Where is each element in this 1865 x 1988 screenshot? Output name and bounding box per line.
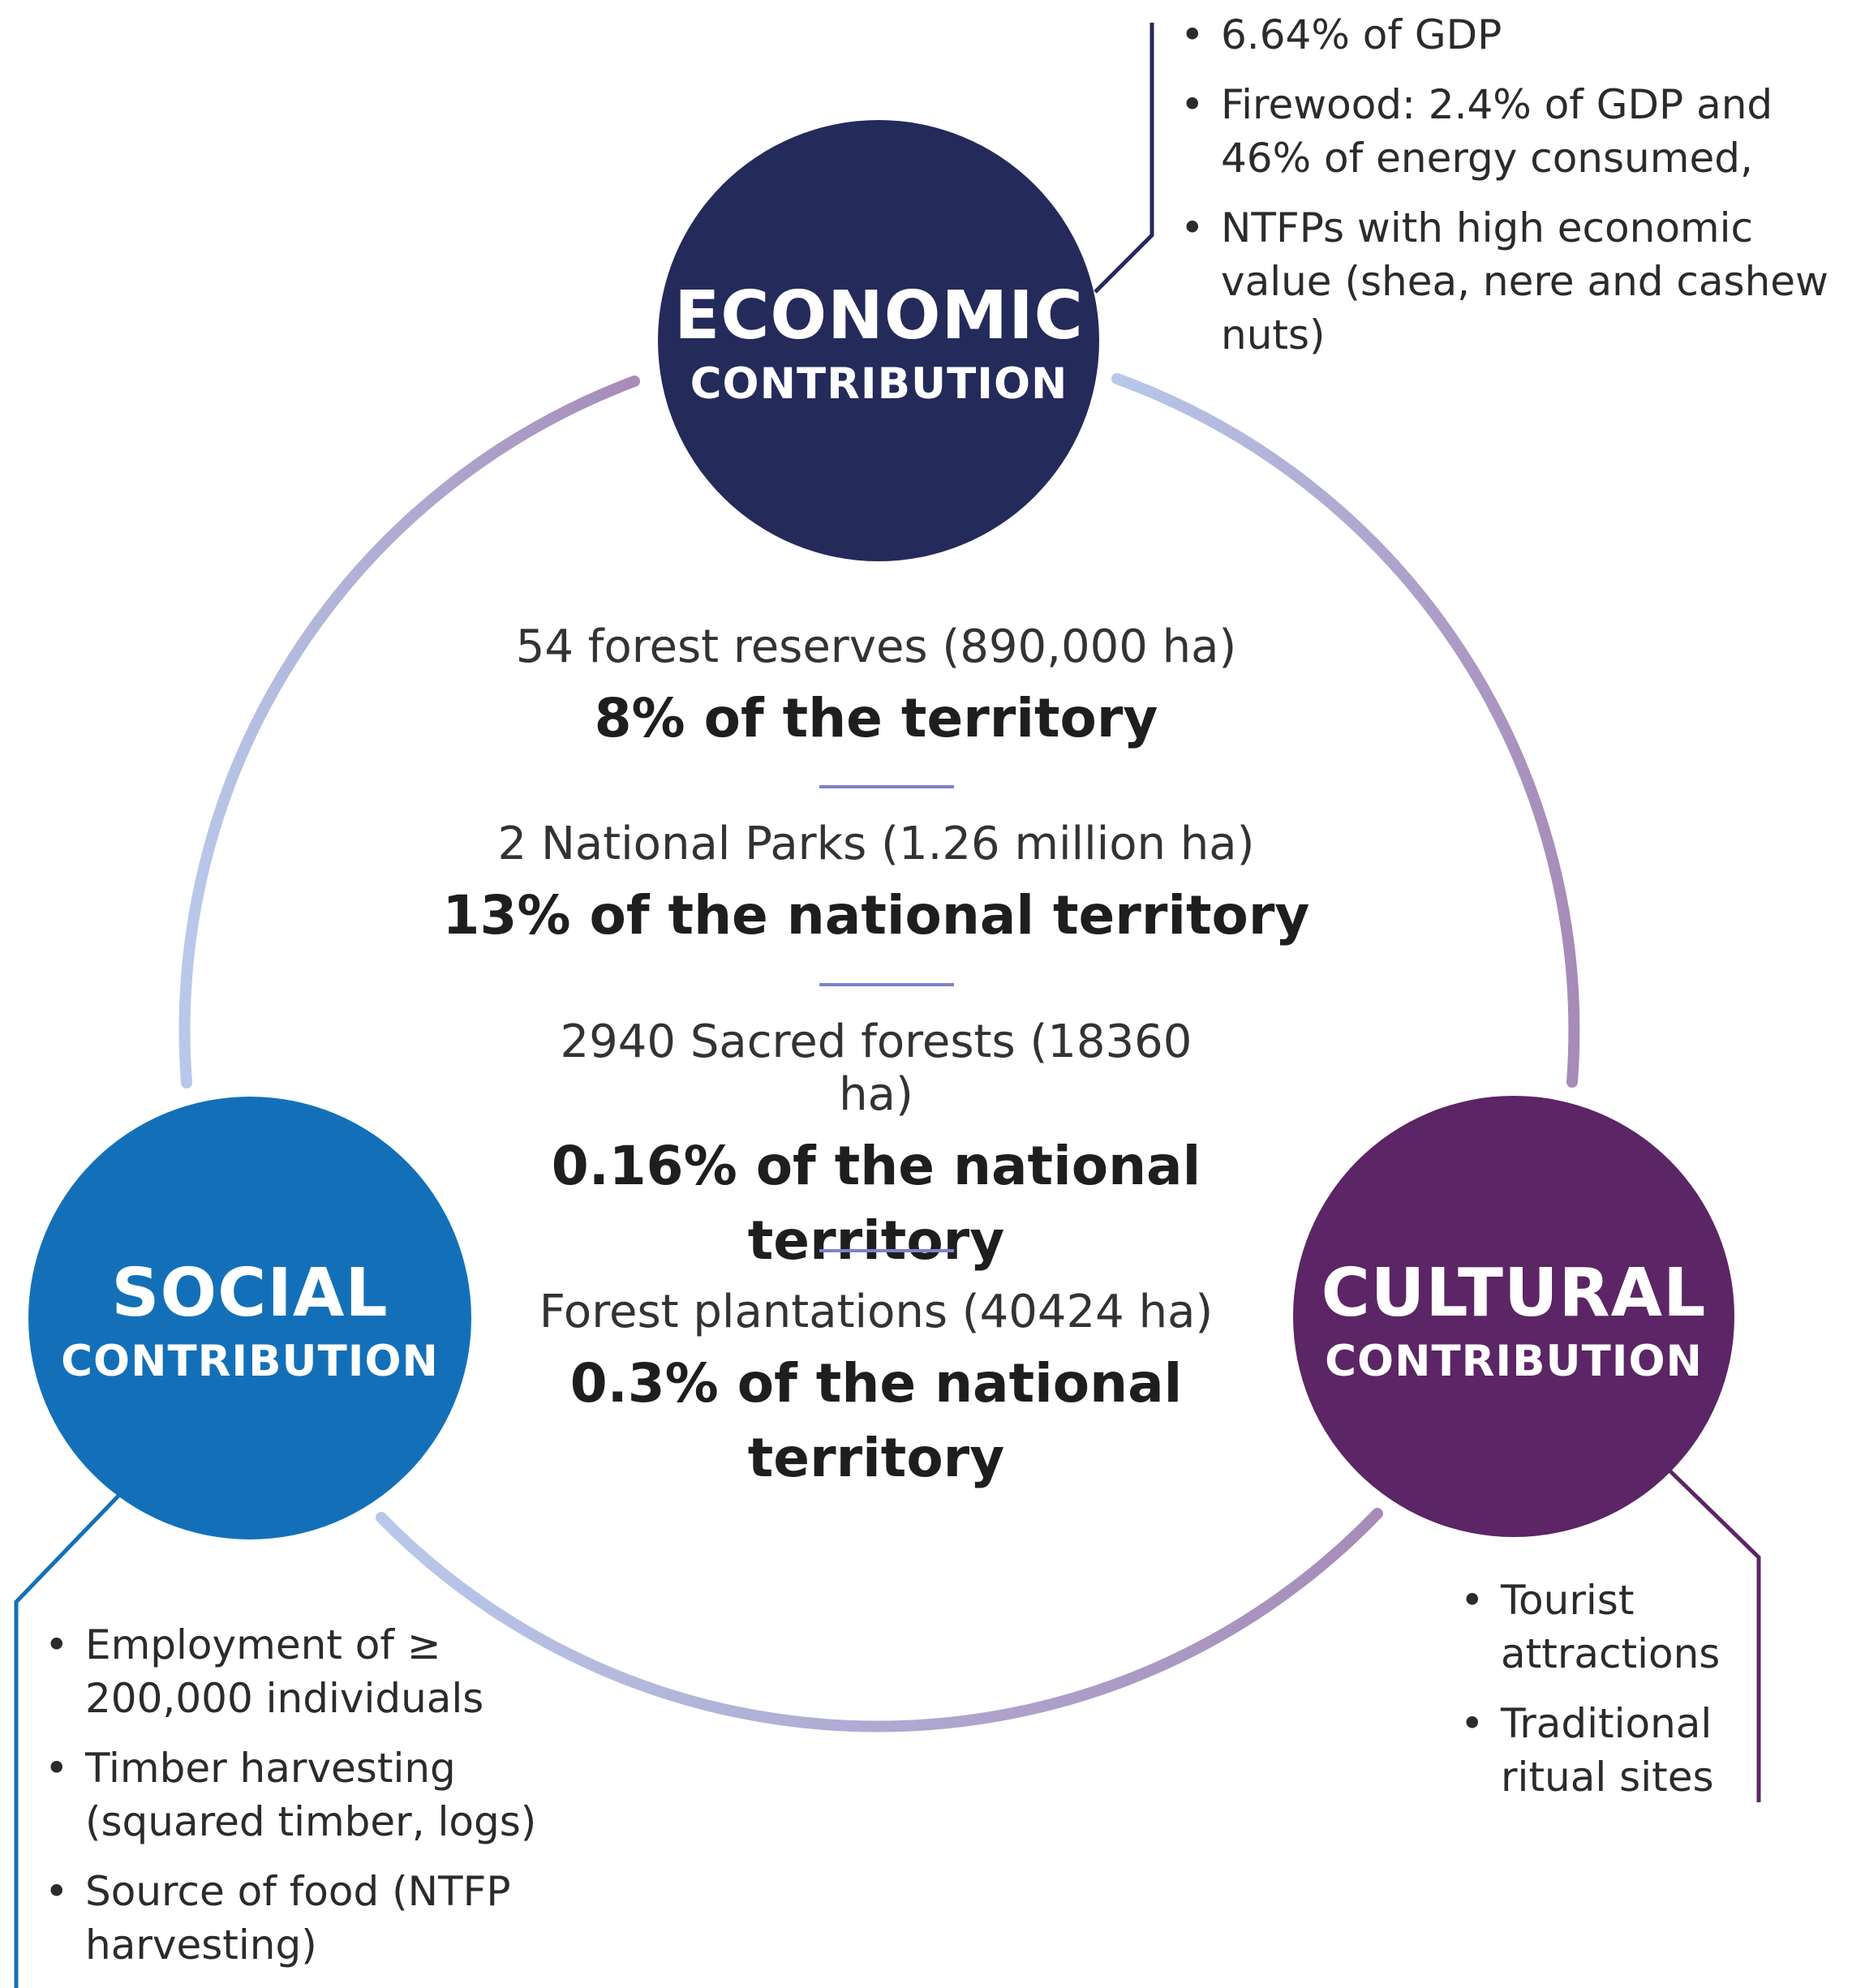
social-bullet-list: Employment of ≥ 200,000 individuals Timb…	[45, 1618, 548, 1988]
list-item: Timber harvesting (squared timber, logs)	[45, 1741, 548, 1848]
list-item: Firewood: 2.4% of GDP and 46% of energy …	[1180, 78, 1862, 185]
stat-description: 2 National Parks (1.26 million ha)	[497, 818, 1255, 870]
center-stat-national-parks: 2 National Parks (1.26 million ha) 13% o…	[406, 818, 1347, 953]
center-stat-forest-reserves: 54 forest reserves (890,000 ha) 8% of th…	[406, 620, 1347, 756]
cultural-circle	[1293, 1096, 1734, 1537]
cultural-subtitle: CONTRIBUTION	[1325, 1337, 1703, 1387]
stat-highlight: 0.16% of the national territory	[551, 1135, 1201, 1272]
center-stat-forest-plantations: Forest plantations (40424 ha) 0.3% of th…	[519, 1286, 1233, 1496]
divider	[819, 1249, 954, 1252]
cultural-bullet-list: Tourist attractions Traditional ritual s…	[1460, 1574, 1728, 1820]
list-item: Employment of ≥ 200,000 individuals	[45, 1618, 548, 1725]
list-item: NTFPs with high economic value (shea, ne…	[1180, 201, 1862, 362]
stat-description: 2940 Sacred forests (18360 ha)	[560, 1015, 1192, 1121]
divider	[819, 983, 954, 986]
economic-circle	[658, 120, 1099, 561]
economic-title: ECONOMIC	[674, 277, 1084, 354]
ring-arc-right	[1111, 373, 1580, 1088]
economic-label: ECONOMIC CONTRIBUTION	[658, 277, 1100, 410]
economic-connector-line	[1094, 23, 1154, 294]
stat-description: 54 forest reserves (890,000 ha)	[515, 620, 1237, 673]
stat-description: Forest plantations (40424 ha)	[539, 1286, 1214, 1338]
social-circle	[28, 1097, 471, 1539]
cultural-label: CULTURAL CONTRIBUTION	[1293, 1255, 1734, 1387]
ring-arc-left	[178, 376, 640, 1088]
list-item: Traditional ritual sites	[1460, 1697, 1728, 1804]
cultural-title: CULTURAL	[1321, 1255, 1707, 1332]
economic-bullet-list: 6.64% of GDP Firewood: 2.4% of GDP and 4…	[1180, 8, 1862, 378]
social-subtitle: CONTRIBUTION	[61, 1337, 439, 1387]
economic-subtitle: CONTRIBUTION	[690, 359, 1068, 410]
stat-highlight: 0.3% of the national territory	[569, 1352, 1183, 1489]
stat-highlight: 8% of the territory	[594, 687, 1158, 749]
cultural-connector-line	[1665, 1466, 1761, 1802]
social-label: SOCIAL CONTRIBUTION	[28, 1255, 471, 1387]
stat-highlight: 13% of the national territory	[442, 884, 1310, 947]
social-connector-line	[14, 1491, 123, 1988]
social-title: SOCIAL	[111, 1255, 389, 1332]
list-item: 6.64% of GDP	[1180, 8, 1862, 62]
list-item: Source of food (NTFP harvesting)	[45, 1865, 548, 1972]
center-stat-sacred-forests: 2940 Sacred forests (18360 ha) 0.16% of …	[519, 1015, 1233, 1278]
list-item: Tourist attractions	[1460, 1574, 1728, 1681]
divider	[819, 785, 954, 788]
